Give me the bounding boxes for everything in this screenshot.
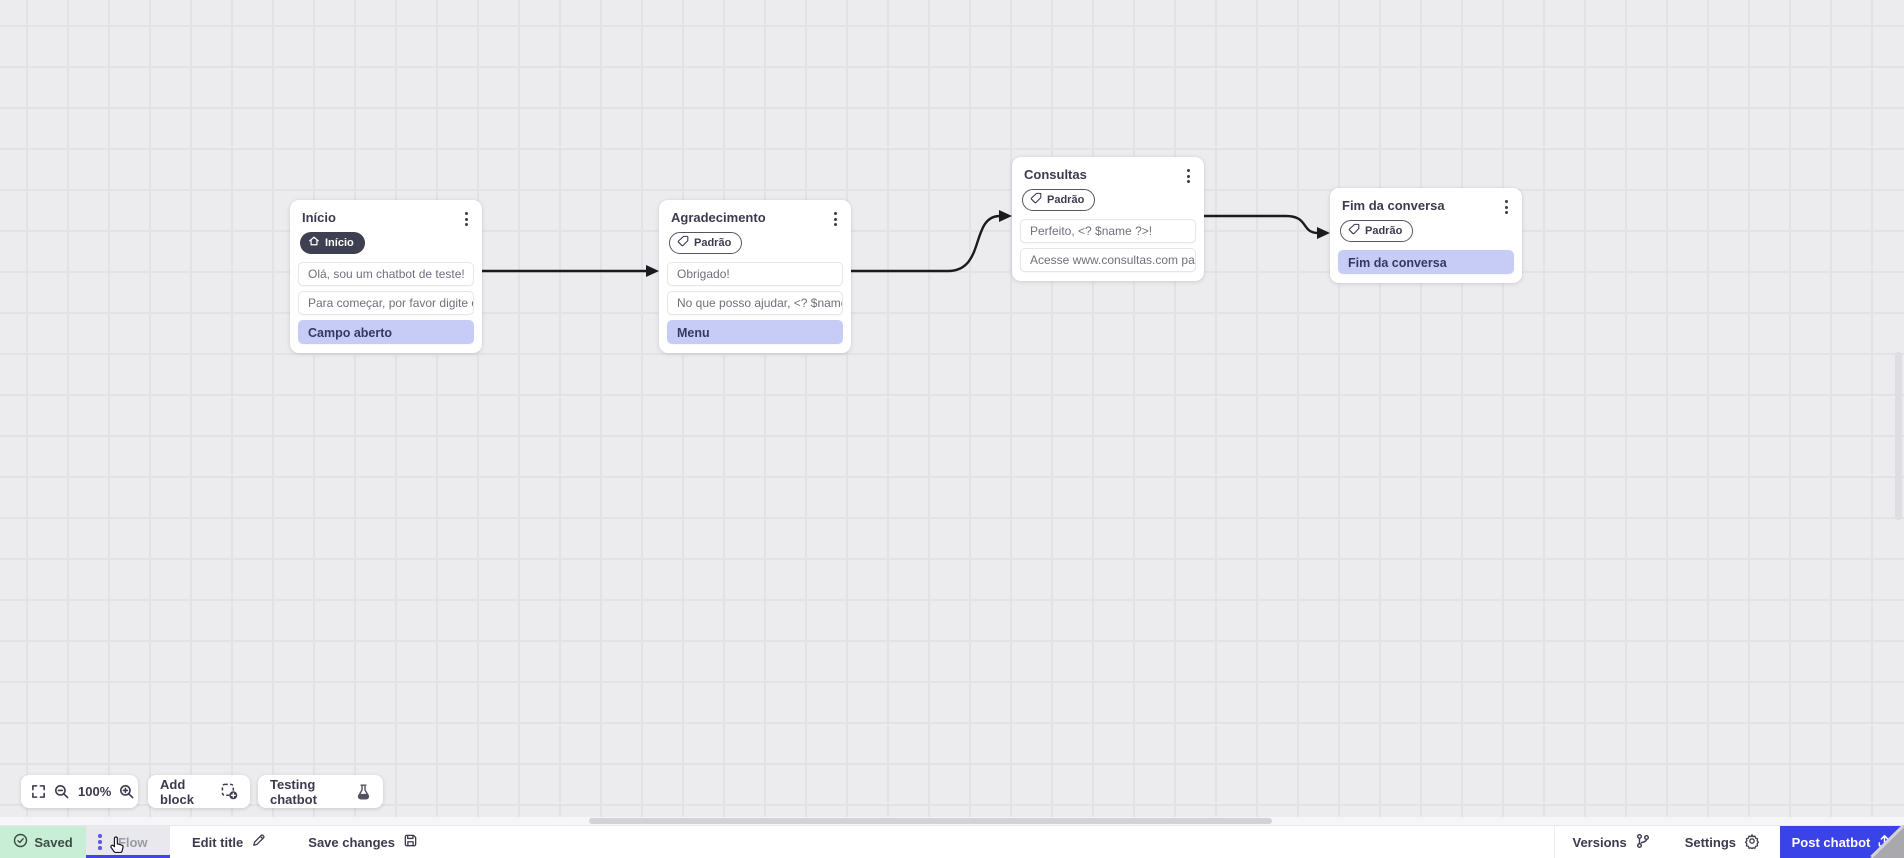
- node-rows: Fim da conversa: [1338, 250, 1514, 274]
- zoom-in-icon[interactable]: [119, 784, 135, 800]
- bottom-statusbar: Saved Flow Edit title Save changes Versi…: [0, 825, 1904, 858]
- node-message-row[interactable]: Obrigado!: [667, 262, 843, 286]
- edit-title-button[interactable]: Edit title: [192, 826, 266, 858]
- node-title: Consultas: [1024, 167, 1087, 182]
- settings-label: Settings: [1684, 834, 1736, 850]
- node-header: Fim da conversa: [1338, 196, 1514, 216]
- padrao-tag: Padrão: [1340, 220, 1414, 242]
- node-header: Agradecimento: [667, 208, 843, 228]
- testing-chatbot-button[interactable]: Testing chatbot: [258, 775, 383, 808]
- padrao-tag-label: Padrão: [1365, 225, 1403, 237]
- flow-node-inicio[interactable]: Início Início Olá, sou um chatbot de tes…: [290, 200, 482, 353]
- add-block-icon: [221, 783, 238, 800]
- upload-icon: [1877, 833, 1892, 851]
- saved-status-badge: Saved: [0, 826, 86, 858]
- flow-canvas[interactable]: Início Início Olá, sou um chatbot de tes…: [0, 0, 1904, 825]
- tag-icon: [677, 235, 689, 251]
- node-header: Início: [298, 208, 474, 228]
- node-rows: Olá, sou um chatbot de teste! Para começa…: [298, 262, 474, 344]
- tag-icon: [1348, 223, 1360, 239]
- tag-icon: [1030, 192, 1042, 208]
- flask-icon: [356, 783, 371, 800]
- node-title: Agradecimento: [671, 210, 766, 225]
- pencil-icon: [251, 833, 266, 851]
- node-rows: Perfeito, <? $name ?>! Acesse www.consult…: [1020, 219, 1196, 272]
- start-badge-label: Início: [325, 237, 354, 249]
- save-icon: [403, 833, 418, 851]
- flow-node-consultas[interactable]: Consultas Padrão Perfeito, <? $name ?>! A…: [1012, 157, 1204, 281]
- node-message-row[interactable]: Perfeito, <? $name ?>!: [1020, 219, 1196, 243]
- flow-connections: [480, 210, 1330, 277]
- node-message-row[interactable]: Para começar, por favor digite o ...: [298, 291, 474, 315]
- save-changes-label: Save changes: [308, 834, 395, 850]
- node-menu-icon[interactable]: [1501, 198, 1512, 216]
- post-chatbot-button[interactable]: Post chatbot: [1780, 826, 1904, 858]
- padrao-tag-label: Padrão: [694, 237, 732, 249]
- connector-consultas-fim: [1202, 214, 1320, 235]
- flow-menu-icon[interactable]: [98, 834, 102, 850]
- node-action-row[interactable]: Menu: [667, 320, 843, 344]
- arrowhead-icon: [1317, 227, 1330, 239]
- active-tab-underline: [86, 855, 170, 858]
- horizontal-scrollbar[interactable]: [589, 818, 1272, 824]
- gear-icon: [1744, 833, 1760, 852]
- connector-agradecimento-consultas: [849, 214, 1002, 273]
- node-message-row[interactable]: No que posso ajudar, <? $name ...: [667, 291, 843, 315]
- zoom-level: 100%: [78, 784, 112, 799]
- node-rows: Obrigado! No que posso ajudar, <? $name .…: [667, 262, 843, 344]
- post-chatbot-label: Post chatbot: [1791, 834, 1871, 850]
- flow-node-fim-da-conversa[interactable]: Fim da conversa Padrão Fim da conversa: [1330, 188, 1522, 283]
- git-branch-icon: [1635, 833, 1651, 852]
- settings-button[interactable]: Settings: [1685, 826, 1760, 858]
- flow-tab-label: Flow: [117, 834, 148, 850]
- add-block-label: Add block: [160, 776, 194, 807]
- zoom-toolbar: 100%: [21, 775, 138, 808]
- flow-node-agradecimento[interactable]: Agradecimento Padrão Obrigado! No que pos…: [659, 200, 851, 353]
- node-action-row[interactable]: Fim da conversa: [1338, 250, 1514, 274]
- edit-title-label: Edit title: [192, 834, 244, 850]
- node-title: Fim da conversa: [1342, 198, 1445, 213]
- node-action-row[interactable]: Campo aberto: [298, 320, 474, 344]
- fullscreen-icon[interactable]: [31, 784, 46, 799]
- padrao-tag: Padrão: [1022, 189, 1096, 211]
- zoom-out-icon[interactable]: [54, 784, 70, 800]
- tab-flow[interactable]: Flow: [86, 826, 170, 858]
- node-header: Consultas: [1020, 165, 1196, 185]
- node-menu-icon[interactable]: [830, 210, 841, 228]
- add-block-button[interactable]: Add block: [148, 775, 250, 808]
- padrao-tag-label: Padrão: [1047, 194, 1085, 206]
- node-message-row[interactable]: Olá, sou um chatbot de teste!: [298, 262, 474, 286]
- statusbar-spacer: [418, 826, 1554, 858]
- start-badge: Início: [300, 232, 365, 254]
- statusbar-right-group: Versions Settings Post chatbot: [1553, 826, 1904, 858]
- node-title: Início: [302, 210, 336, 225]
- testing-chatbot-label: Testing chatbot: [270, 776, 317, 807]
- padrao-tag: Padrão: [669, 232, 743, 254]
- node-message-row[interactable]: Acesse www.consultas.com par...: [1020, 248, 1196, 272]
- home-icon: [308, 235, 320, 251]
- versions-button[interactable]: Versions: [1573, 826, 1651, 858]
- saved-label: Saved: [34, 834, 73, 850]
- node-menu-icon[interactable]: [1183, 167, 1194, 185]
- arrowhead-icon: [999, 210, 1012, 222]
- versions-label: Versions: [1572, 834, 1627, 850]
- node-menu-icon[interactable]: [461, 210, 472, 228]
- vertical-scrollbar[interactable]: [1895, 352, 1902, 520]
- save-changes-button[interactable]: Save changes: [308, 826, 418, 858]
- arrowhead-icon: [646, 265, 659, 277]
- check-circle-icon: [13, 833, 28, 851]
